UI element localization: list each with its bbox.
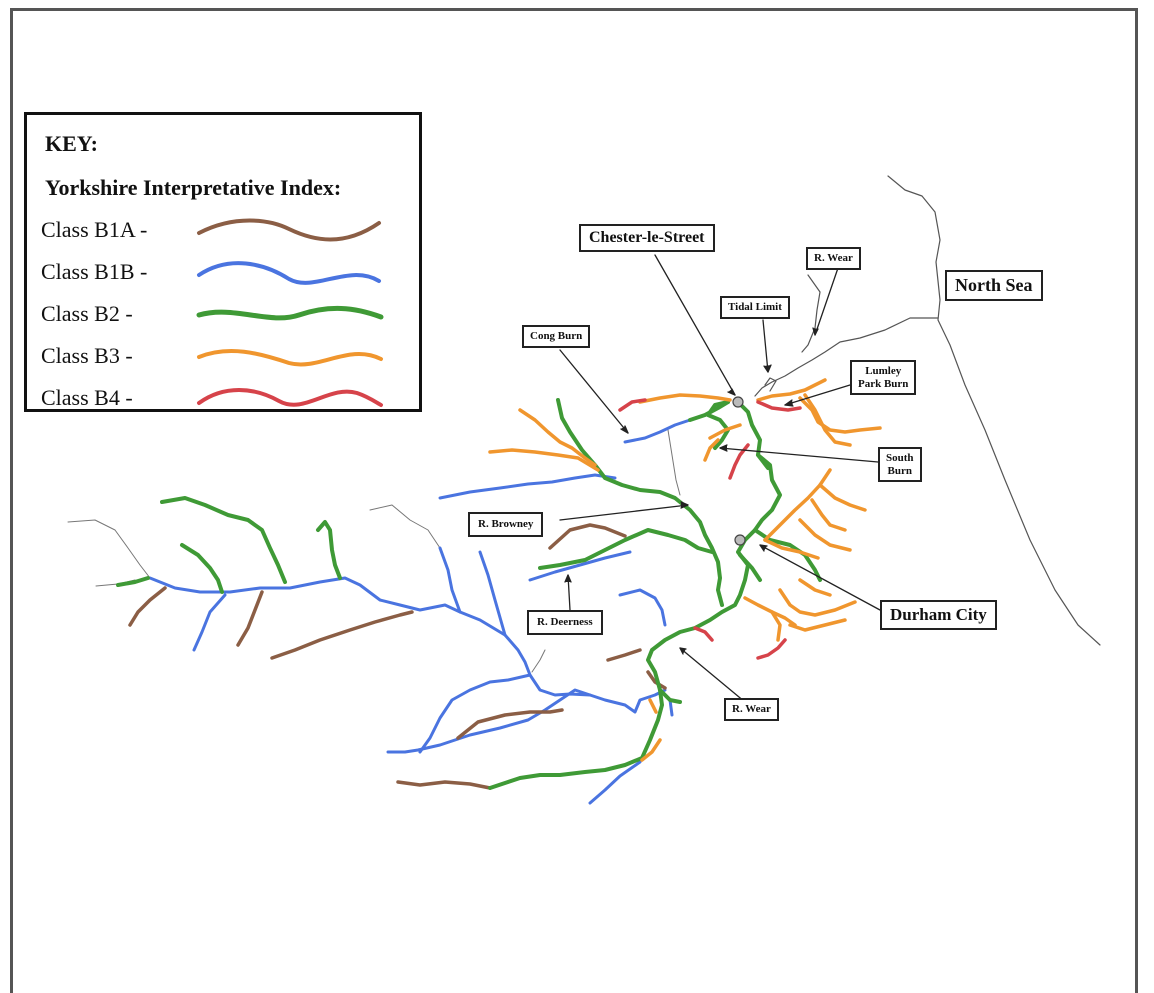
label-south-line2: Burn	[887, 464, 912, 477]
class-b3-rivers	[488, 378, 882, 762]
chester-marker	[732, 396, 744, 408]
key-label-b1a: Class B1A -	[41, 217, 148, 242]
label-south-burn: South Burn	[878, 447, 922, 483]
leader-lines	[559, 254, 881, 703]
minor-streams	[67, 429, 681, 673]
key-swatch-b2	[196, 306, 384, 321]
key-swatch-b1a	[197, 218, 381, 242]
map-key: KEY: Yorkshire Interpretative Index: Cla…	[24, 112, 422, 412]
label-lumley-park-burn: Lumley Park Burn	[850, 360, 917, 396]
key-swatch-b1b	[197, 261, 381, 285]
class-b2-rivers	[116, 398, 822, 790]
key-label-b2: Class B2 -	[41, 301, 133, 326]
label-north-sea: North Sea	[945, 270, 1043, 301]
label-south-line1: South	[886, 452, 914, 464]
class-b1a-rivers	[128, 523, 667, 790]
label-lumley-line1: Lumley	[865, 365, 902, 377]
label-r-deerness: R. Deerness	[527, 610, 603, 635]
label-chester-le-street: Chester-le-Street	[579, 224, 715, 253]
coastline	[754, 175, 1101, 646]
key-title: KEY:	[45, 131, 98, 156]
label-tidal-limit: Tidal Limit	[720, 296, 790, 319]
key-swatch-b3	[197, 349, 383, 367]
label-r-wear-south: R. Wear	[724, 698, 779, 721]
durham-marker	[734, 534, 746, 546]
label-lumley-line2: Park Burn	[858, 377, 909, 390]
key-label-b4: Class B4 -	[41, 385, 133, 410]
label-durham-city: Durham City	[880, 600, 997, 630]
label-r-browney: R. Browney	[468, 512, 544, 537]
key-subtitle: Yorkshire Interpretative Index:	[45, 175, 342, 200]
label-r-wear-north: R. Wear	[806, 247, 861, 270]
key-label-b3: Class B3 -	[41, 343, 133, 368]
key-label-b1b: Class B1B -	[41, 259, 148, 284]
class-b1b-rivers	[148, 418, 692, 805]
label-cong-burn: Cong Burn	[522, 325, 591, 348]
key-swatch-b4	[197, 388, 383, 407]
